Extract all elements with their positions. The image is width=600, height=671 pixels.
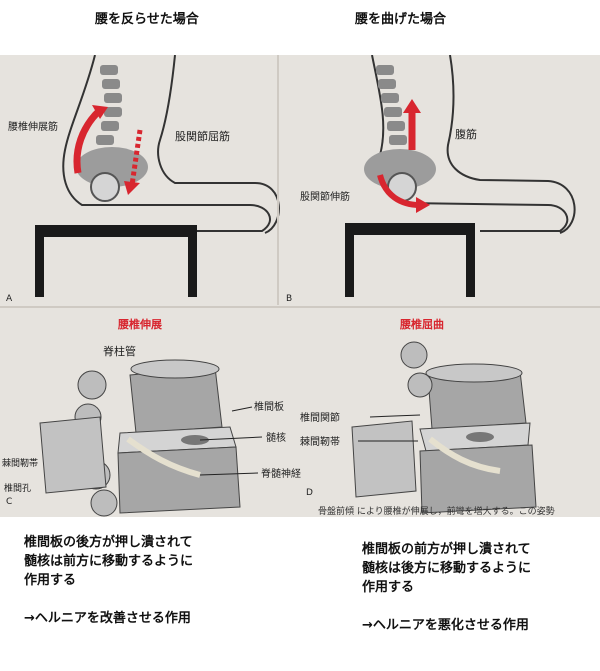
effect-line: →ヘルニアを悪化させる作用 — [362, 618, 529, 633]
leader-line — [369, 414, 421, 418]
chair-seat — [35, 225, 197, 237]
facet — [400, 341, 428, 369]
spinal-nerve — [126, 436, 201, 478]
chair-leg — [466, 235, 475, 297]
label-nucleus: 髄核 — [266, 431, 286, 444]
chair-leg — [345, 235, 354, 297]
explanation-line: 髄核は後方に移動するように — [362, 561, 532, 576]
panel-d: 腰椎屈曲 椎間関節 棘間靭帯 D — [300, 317, 537, 514]
label-hip-extensor: 股関節伸筋 — [300, 190, 350, 203]
panel-a: 腰椎伸展筋 股関節屈筋 A — [6, 55, 280, 304]
hip-joint — [90, 172, 120, 202]
label-lumbar-extensor: 腰椎伸展筋 — [8, 120, 58, 133]
label-ligament-c: 棘間靭帯 — [2, 457, 38, 469]
leader-line — [199, 472, 259, 476]
spine — [96, 65, 122, 145]
caption-extension: 腰を反らせた場合 — [95, 12, 199, 27]
spinal-nerve — [428, 436, 501, 474]
label-spinal-nerve: 脊髄神経 — [261, 467, 301, 480]
body-outline-front — [446, 55, 576, 234]
chair-seat — [345, 223, 475, 235]
facet — [407, 372, 433, 398]
panel-letter-d: D — [306, 488, 313, 498]
explanation-extension: 椎間板の後方が押し潰されて 髄核は前方に移動するように 作用する →ヘルニアを改… — [24, 533, 294, 628]
explanation-line: 作用する — [362, 580, 415, 595]
label-hip-flexor: 股関節屈筋 — [175, 129, 230, 143]
lumbar-extensor-arrow — [73, 107, 103, 174]
explanation-line: 椎間板の前方が押し潰されて — [362, 542, 531, 557]
arrow-head — [124, 181, 140, 195]
label-foramen: 椎間孔 — [4, 482, 31, 494]
arrow-head — [92, 105, 108, 119]
panel-d-title: 腰椎屈曲 — [399, 317, 444, 331]
explanation-flexion: 椎間板の前方が押し潰されて 髄核は後方に移動するように 作用する →ヘルニアを悪… — [362, 540, 592, 635]
vertebra-top — [425, 363, 523, 383]
explanation-line: 髄核は前方に移動するように — [24, 554, 194, 569]
spine — [376, 65, 407, 145]
chair-leg — [35, 237, 44, 297]
body-outline — [62, 55, 271, 232]
panel-letter-a: A — [6, 294, 13, 304]
label-spinal-canal: 脊柱管 — [103, 344, 136, 358]
explanation-line: 椎間板の後方が押し潰されて — [24, 535, 193, 550]
hip-flexor-line — [129, 129, 143, 186]
vertebral-body-lower — [419, 444, 537, 514]
leader-line — [199, 436, 263, 441]
anatomy-figure: 腰椎伸展筋 股関節屈筋 A 腹筋 股関節伸筋 B 腰椎伸展 脊 — [0, 55, 600, 517]
panel-letter-c: C — [6, 497, 12, 507]
explanation-line: 作用する — [24, 573, 77, 588]
book-text-fragment: 骨盤前傾 により腰椎が伸展し，前彎を増大する。この姿勢 — [318, 505, 555, 517]
vertebra-top — [130, 359, 220, 379]
nucleus — [466, 432, 494, 442]
panel-letter-b: B — [286, 294, 292, 304]
label-abdominal: 腹筋 — [455, 127, 477, 141]
facet — [77, 370, 107, 400]
panel-c-title: 腰椎伸展 — [117, 317, 163, 331]
facet — [90, 489, 118, 517]
spinous-process — [39, 416, 107, 494]
arrow-head — [403, 99, 421, 113]
nucleus — [181, 435, 209, 445]
hip-extensor-arrow — [377, 174, 421, 208]
panel-b: 腹筋 股関節伸筋 B — [286, 55, 576, 304]
label-ligament-d: 棘間靭帯 — [300, 435, 340, 448]
spinous-process — [351, 420, 417, 498]
label-facet-joint: 椎間関節 — [300, 411, 340, 424]
vertebral-body-lower — [117, 446, 241, 514]
caption-flexion: 腰を曲げた場合 — [355, 12, 447, 27]
chair-leg — [188, 237, 197, 297]
leader-line — [231, 406, 253, 412]
label-disc: 椎間板 — [254, 400, 284, 413]
arrow-head — [416, 197, 430, 213]
effect-line: →ヘルニアを改善させる作用 — [24, 611, 191, 626]
panel-c: 腰椎伸展 脊柱管 椎間板 髄核 脊髄神経 棘間靭帯 椎間孔 C — [2, 317, 301, 517]
